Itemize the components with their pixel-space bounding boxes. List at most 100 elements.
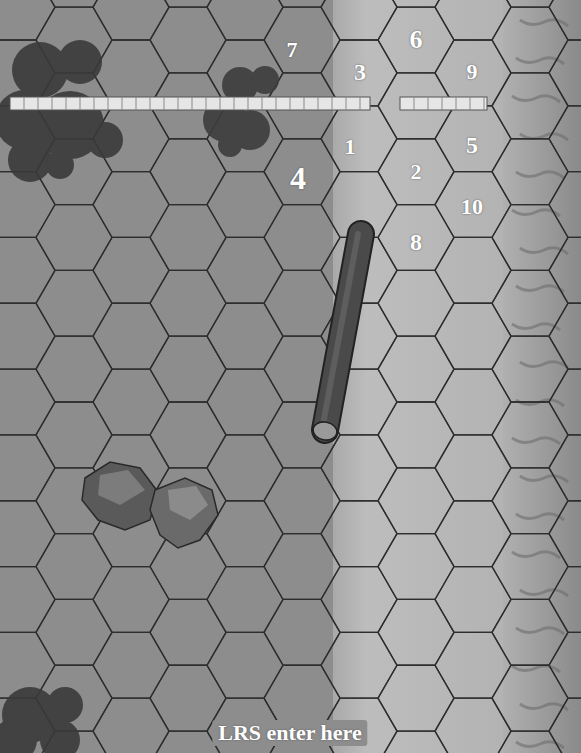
wall-joint (304, 97, 305, 110)
hex-cell (264, 139, 340, 205)
hex-cell (150, 205, 226, 271)
hex-cell (264, 270, 340, 336)
hex-cell (378, 7, 454, 73)
wall-joint (206, 97, 207, 110)
hex-cell (0, 237, 55, 303)
hex-cell (93, 172, 169, 238)
hex-number: 2 (411, 161, 422, 183)
hex-cell (0, 0, 55, 40)
hex-cell (492, 270, 568, 336)
hex-cell (378, 731, 454, 753)
hex-cell (321, 40, 397, 106)
hex-cell (36, 0, 112, 7)
wave-streak (520, 590, 568, 596)
hex-cell (150, 599, 226, 665)
hex-cell (435, 698, 511, 753)
hex-cell (93, 567, 169, 633)
hex-cell (492, 599, 568, 665)
wave-streak (512, 96, 560, 102)
hex-cell (435, 172, 511, 238)
hex-cell (435, 303, 511, 369)
hex-number: 4 (290, 162, 306, 194)
wall-joint (66, 97, 67, 110)
hex-cell (0, 567, 55, 633)
hex-cell (36, 402, 112, 468)
wall-joint (192, 97, 193, 110)
hex-cell (492, 139, 568, 205)
hex-cell (492, 534, 568, 600)
hex-cell (207, 0, 283, 40)
wall-joint (164, 97, 165, 110)
hex-cell (150, 336, 226, 402)
sand-band (333, 0, 503, 753)
hex-cell (207, 237, 283, 303)
wall-joint (24, 97, 25, 110)
wave-streak (516, 286, 564, 292)
wall-joint (220, 97, 221, 110)
hex-cell (378, 468, 454, 534)
wall-joint (346, 97, 347, 110)
wall-joint (178, 97, 179, 110)
wall-joint (414, 97, 415, 110)
hex-number: 1 (345, 136, 356, 158)
hex-cell (492, 0, 568, 7)
hex-cell (207, 632, 283, 698)
hex-cell (321, 435, 397, 501)
wave-streak (520, 704, 568, 710)
wall-joint (360, 97, 361, 110)
hex-cell (549, 106, 581, 172)
hex-cell (378, 336, 454, 402)
wave-streak (520, 362, 568, 368)
hex-cell (150, 402, 226, 468)
hex-cell (207, 435, 283, 501)
hex-cell (207, 501, 283, 567)
wall-joint (234, 97, 235, 110)
hex-cell (549, 40, 581, 106)
fallen-log (312, 234, 361, 442)
wall-joint (276, 97, 277, 110)
wave-streak (516, 172, 564, 178)
hex-number: 10 (461, 196, 483, 218)
hex-cell (264, 205, 340, 271)
hex-number: 6 (410, 27, 423, 53)
hex-cell (93, 698, 169, 753)
hex-cell (0, 435, 55, 501)
surf (503, 0, 581, 753)
hex-cell (150, 0, 226, 7)
hex-cell (150, 7, 226, 73)
hex-cell (0, 369, 55, 435)
hex-cell (549, 303, 581, 369)
hex-cell (264, 0, 340, 7)
hex-cell (150, 270, 226, 336)
hex-cell (93, 237, 169, 303)
hex-cell (321, 501, 397, 567)
hex-cell (435, 567, 511, 633)
hex-cell (492, 665, 568, 731)
hex-cell (435, 632, 511, 698)
hex-cell (321, 567, 397, 633)
wall-joint (52, 97, 53, 110)
hex-number: 7 (287, 39, 298, 61)
hex-cell (36, 270, 112, 336)
wall-joint (108, 97, 109, 110)
hex-cell (36, 205, 112, 271)
hex-number: 8 (410, 230, 422, 254)
wall-joint (318, 97, 319, 110)
wall-joint (484, 97, 485, 110)
hex-cell (549, 435, 581, 501)
hex-cell (492, 402, 568, 468)
hex-cell (264, 7, 340, 73)
wave-streak (520, 476, 568, 482)
hex-cell (378, 205, 454, 271)
hex-cell (207, 303, 283, 369)
hex-cell (492, 336, 568, 402)
wall-joint (456, 97, 457, 110)
wall-joint (332, 97, 333, 110)
hex-cell (378, 0, 454, 7)
hex-cell (378, 402, 454, 468)
wall-joint (442, 97, 443, 110)
hex-cell (492, 205, 568, 271)
hex-cell (378, 139, 454, 205)
hex-cell (36, 599, 112, 665)
